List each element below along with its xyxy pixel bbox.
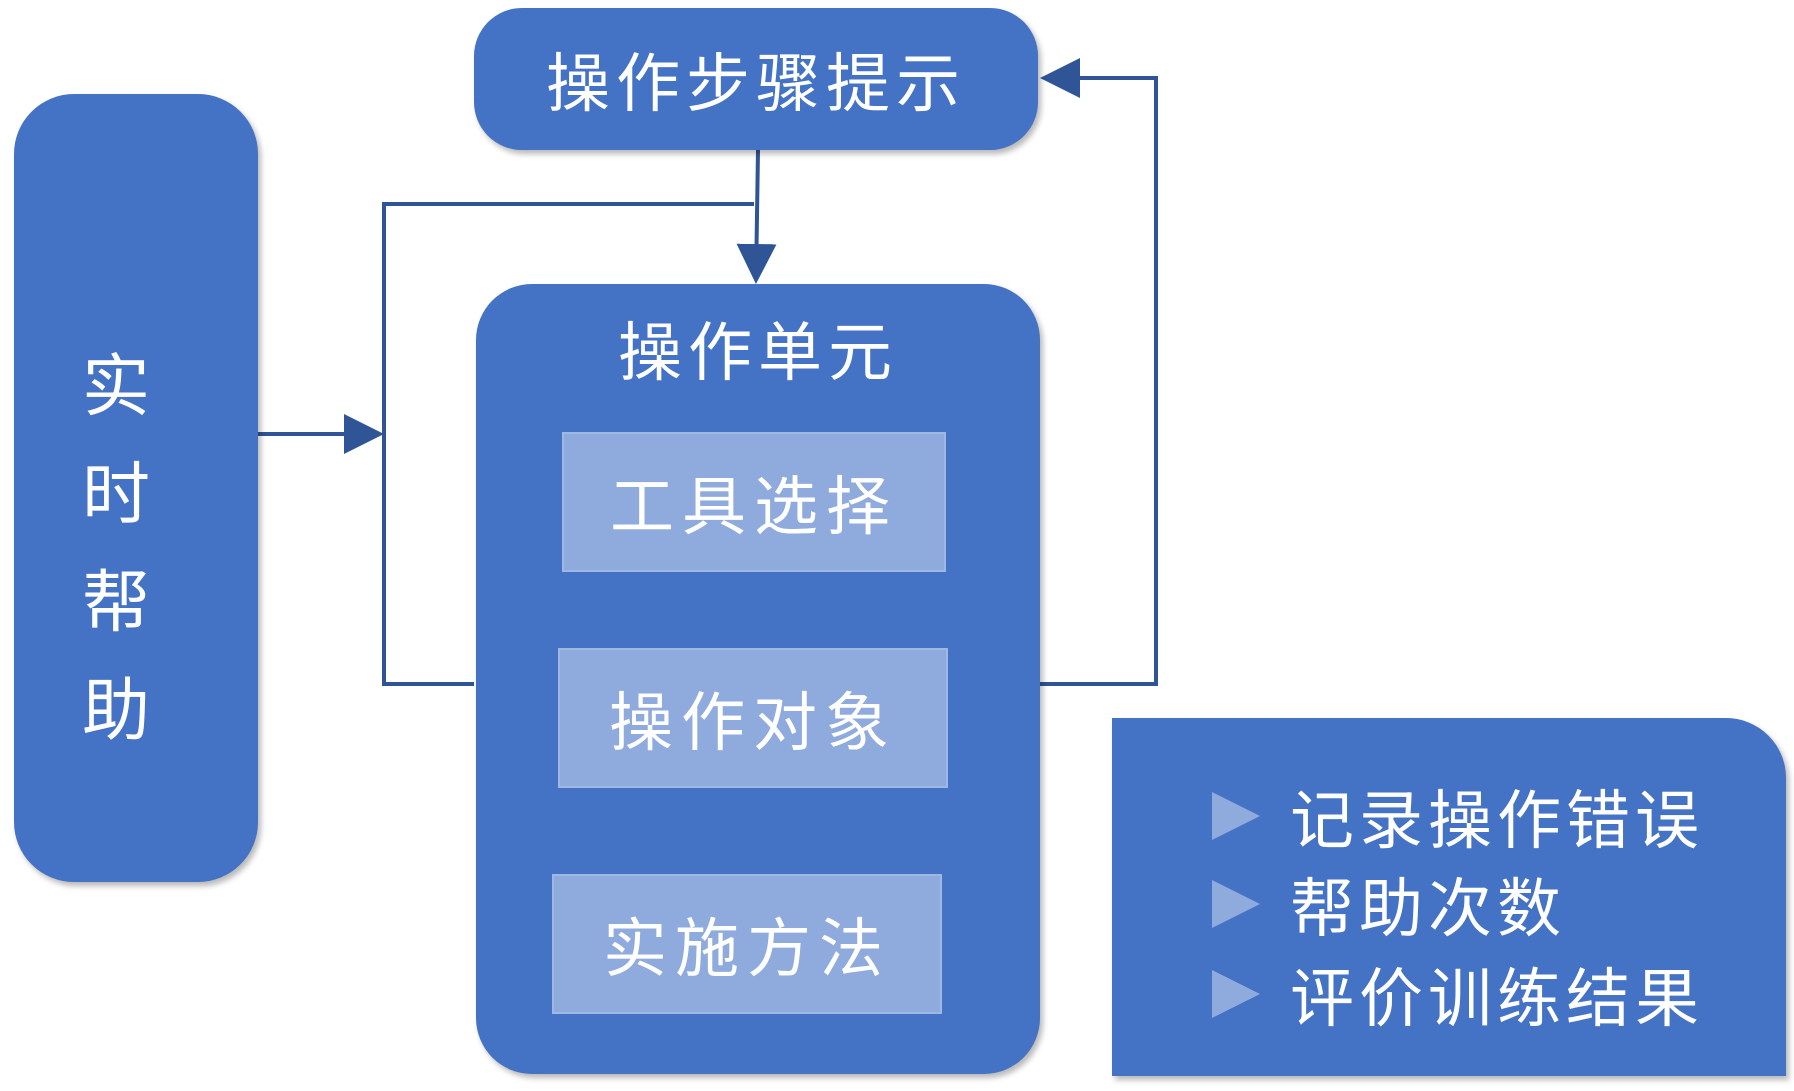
- tool-selection-box: 工具选择: [562, 432, 946, 572]
- realtime-help-char: 时: [81, 456, 190, 535]
- left-loop-line: [382, 202, 754, 686]
- triangle-bullet-icon: [1212, 970, 1260, 1018]
- steps-to-unit-arrow: [736, 149, 777, 284]
- realtime-help-label: 实 时 帮 助: [14, 334, 258, 766]
- operation-unit-title: 操作单元: [618, 317, 898, 391]
- operation-unit-node: 操作单元 工具选择 操作对象 实施方法: [476, 284, 1040, 1074]
- triangle-bullet-icon: [1212, 880, 1260, 928]
- results-list-item: 帮助次数: [1212, 858, 1566, 950]
- unit-to-steps-arrow: [1040, 58, 1158, 686]
- triangle-bullet-icon: [1212, 792, 1260, 840]
- results-item-label: 记录操作错误: [1290, 785, 1704, 859]
- implementation-method-box: 实施方法: [552, 874, 942, 1014]
- implementation-method-label: 实施方法: [603, 913, 891, 987]
- results-item-label: 评价训练结果: [1290, 963, 1704, 1037]
- realtime-help-char: 实: [81, 348, 190, 427]
- operation-object-label: 操作对象: [609, 687, 897, 761]
- results-item-label: 帮助次数: [1290, 873, 1566, 947]
- step-prompt-node: 操作步骤提示: [474, 8, 1038, 150]
- realtime-help-char: 助: [81, 672, 190, 751]
- results-node: 记录操作错误 帮助次数 评价训练结果: [1112, 718, 1786, 1076]
- operation-object-box: 操作对象: [558, 648, 948, 788]
- realtime-help-char: 帮: [81, 564, 190, 643]
- tool-selection-label: 工具选择: [610, 471, 898, 545]
- step-prompt-label: 操作步骤提示: [546, 48, 966, 122]
- results-list-item: 评价训练结果: [1212, 948, 1704, 1040]
- realtime-help-node: 实 时 帮 助: [14, 94, 258, 882]
- results-list-item: 记录操作错误: [1212, 770, 1704, 862]
